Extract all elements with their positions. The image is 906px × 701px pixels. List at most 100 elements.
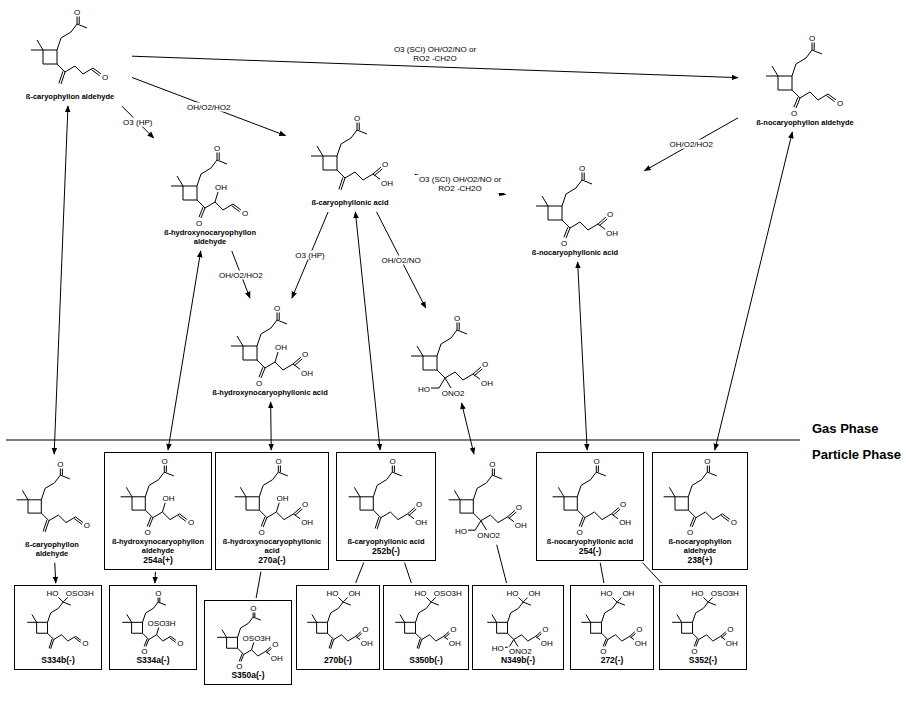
- bond-line: [179, 516, 187, 522]
- bond-line: [707, 635, 713, 641]
- bond-line: [377, 480, 387, 486]
- bond-line: [582, 172, 583, 180]
- reaction-condition: OH/O2/HO2: [186, 102, 232, 111]
- atom-label: O: [488, 459, 496, 468]
- atom-label: O: [255, 379, 263, 388]
- compound-code: 252b(-): [340, 546, 432, 557]
- bond-line: [244, 650, 252, 655]
- bond-line: [707, 465, 708, 473]
- atom-label: ONO2: [508, 647, 533, 656]
- bond-line: [536, 206, 548, 207]
- bond-line: [246, 497, 247, 510]
- bond-line: [419, 608, 427, 613]
- atom-label: O: [301, 350, 309, 359]
- bond-line: [92, 70, 100, 76]
- atom-label: O: [415, 500, 423, 509]
- bond-line: [411, 356, 423, 357]
- bond-line: [28, 622, 37, 623]
- bond-line: [22, 490, 28, 500]
- bond-line: [199, 207, 203, 217]
- atom-label: O: [381, 160, 389, 169]
- bond-line: [548, 206, 562, 207]
- bond-line: [271, 320, 277, 328]
- bond-line: [603, 639, 606, 647]
- structure-area: HOOHOOH: [301, 588, 374, 655]
- bond-line: [422, 635, 430, 640]
- bond-line: [690, 517, 694, 527]
- atom-label: OH: [161, 493, 175, 502]
- bond-line: [233, 204, 241, 210]
- partition-arrow: [54, 106, 68, 454]
- atom-label: O: [730, 518, 738, 527]
- bond-line: [258, 651, 266, 656]
- atom-label: O: [481, 360, 489, 369]
- bond-line: [61, 32, 71, 38]
- reaction-arrow: [55, 563, 56, 583]
- bond-line: [694, 639, 697, 647]
- bond-line: [243, 346, 257, 347]
- bond-line: [481, 521, 487, 531]
- bond-line: [217, 160, 227, 164]
- structure-area: OOOH: [303, 112, 397, 198]
- bond-line: [792, 64, 796, 76]
- partition-arrow: [715, 132, 792, 450]
- bond-line: [522, 635, 528, 641]
- bond-line: [416, 613, 419, 622]
- compound-code: 254a(+): [108, 555, 208, 566]
- bond-line: [608, 635, 616, 640]
- bond-line: [688, 485, 692, 496]
- atom-label: O: [235, 662, 243, 671]
- bond-line: [257, 334, 261, 346]
- bond-line: [294, 359, 302, 366]
- bond-line: [601, 622, 602, 633]
- bond-line: [704, 602, 709, 608]
- bond-line: [77, 24, 87, 28]
- bond-line: [597, 472, 607, 476]
- bond-line: [28, 499, 41, 500]
- compound-code: N349b(-): [476, 655, 560, 666]
- bond-line: [341, 138, 351, 144]
- bond-line: [778, 76, 792, 77]
- bond-line: [215, 202, 223, 210]
- bond-line: [669, 487, 675, 497]
- structure-area: HOOSO3HO: [21, 588, 94, 655]
- atom-label: OH: [214, 183, 228, 192]
- atom-label: OSO3H: [710, 588, 740, 597]
- structure-area: HOOSO3HOOH: [389, 588, 462, 655]
- bond-line: [682, 633, 693, 634]
- bond-line: [463, 374, 473, 380]
- bond-line: [153, 512, 163, 518]
- atom-label: OH: [360, 639, 374, 648]
- bond-line: [590, 622, 591, 633]
- atom-label: O: [187, 518, 195, 527]
- compound-name: ß-caryophyllonic acid: [291, 198, 410, 207]
- bond-line: [51, 608, 59, 613]
- bond-line: [602, 514, 612, 520]
- bond-line: [497, 633, 508, 634]
- bond-line: [253, 617, 261, 620]
- atom-label: O: [703, 456, 711, 465]
- structure-area: HOOHHOONO2OOH: [481, 588, 554, 655]
- bond-line: [170, 514, 180, 520]
- bond-line: [77, 16, 78, 24]
- partition-arrow: [355, 212, 380, 450]
- bond-line: [496, 622, 497, 633]
- bond-line: [183, 186, 197, 187]
- bond-line: [584, 172, 585, 180]
- bond-line: [445, 372, 455, 378]
- bond-line: [41, 513, 49, 521]
- bond-line: [260, 510, 268, 518]
- atom-label: O: [275, 456, 283, 465]
- atom-label: O: [836, 99, 844, 108]
- bond-line: [417, 639, 420, 648]
- structure-area: OO: [9, 458, 98, 540]
- compound-box: OOHOOß-hydroxynocaryophyllon aldehyde254…: [104, 452, 212, 570]
- bond-line: [457, 330, 467, 334]
- compound-code: 254(-): [540, 546, 640, 557]
- bond-line: [158, 602, 166, 605]
- bond-line: [243, 360, 257, 361]
- bond-line: [66, 517, 76, 523]
- bond-line: [132, 497, 133, 510]
- bond-line: [68, 636, 76, 641]
- bond-line: [159, 472, 165, 480]
